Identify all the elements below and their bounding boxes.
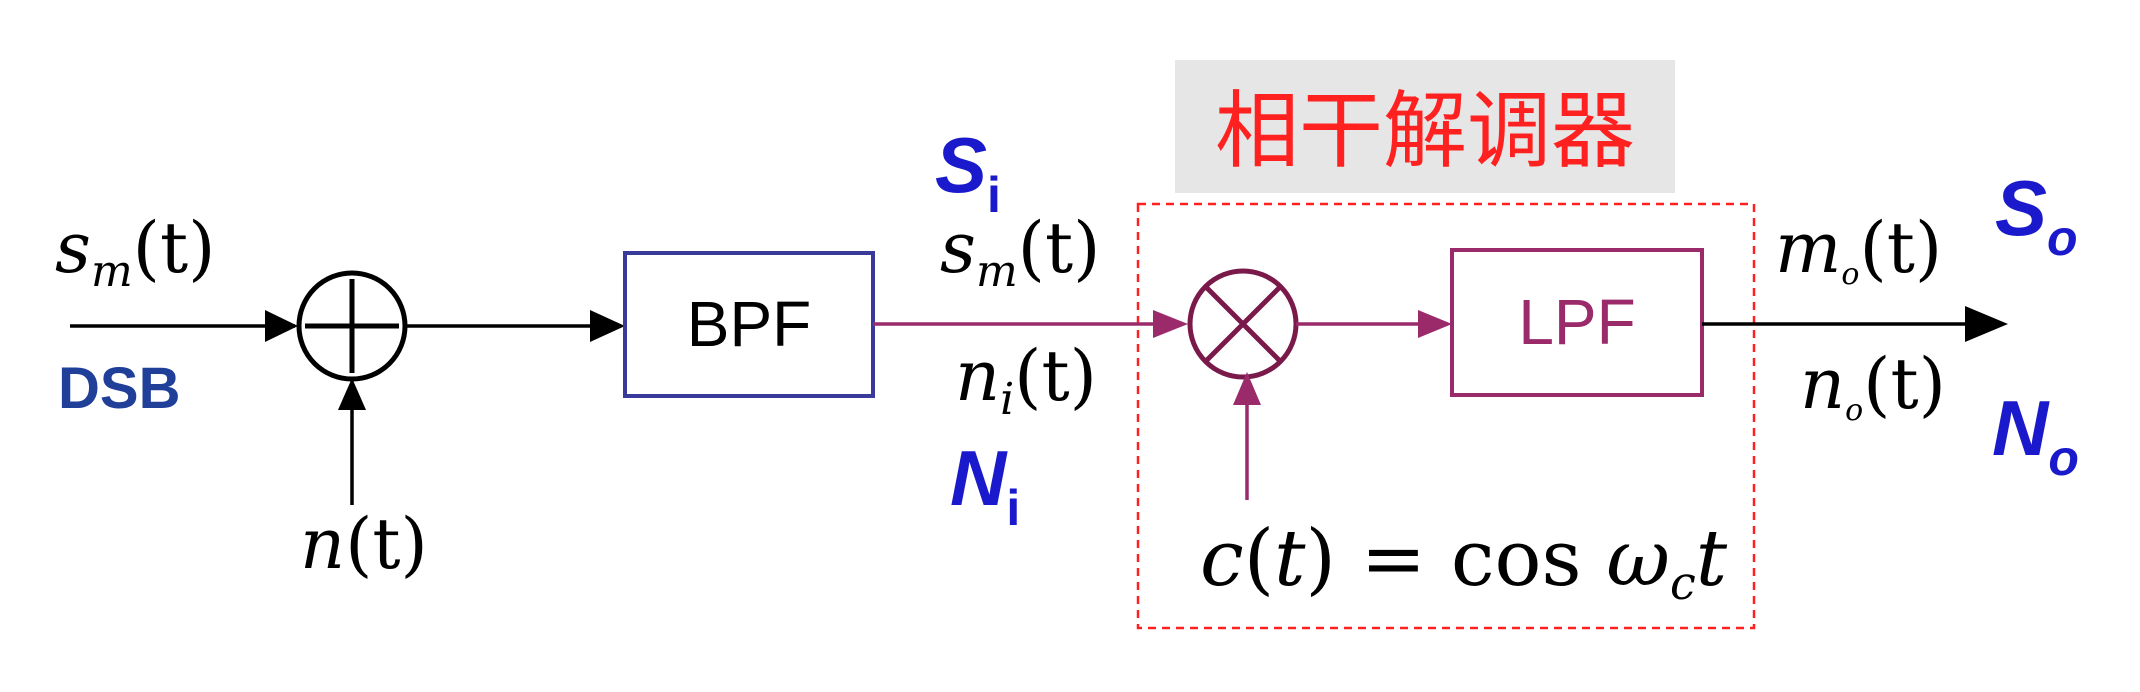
input-signal-power-label: Si xyxy=(935,121,1001,223)
bpf-output-signal-label: sm(t) xyxy=(940,207,1100,297)
demodulator-title: 相干解调器 xyxy=(1215,82,1635,180)
input-noise-power-label: Ni xyxy=(950,434,1020,536)
input-signal-label: sm(t) xyxy=(55,207,215,297)
title-background xyxy=(1175,60,1675,193)
mixer-cross-b xyxy=(1204,285,1282,363)
bpf-to-mixer-arrowhead xyxy=(1153,310,1188,338)
carrier-arrowhead xyxy=(1233,372,1261,405)
adder-to-bpf-arrowhead xyxy=(590,310,625,342)
noise-arrowhead xyxy=(338,378,366,410)
demodulator-boundary xyxy=(1136,202,1756,630)
bpf-label: BPF xyxy=(687,288,811,360)
input-arrowhead xyxy=(265,310,298,342)
output-signal-label: mo(t) xyxy=(1775,207,1942,292)
carrier-equation: c(t) = cos ωct xyxy=(1200,514,1728,610)
noise-label: n(t) xyxy=(300,503,428,585)
bpf-block xyxy=(623,251,875,398)
output-noise-label: no(t) xyxy=(1800,343,1946,428)
output-signal-power-label: So xyxy=(1995,164,2078,266)
bpf-output-noise-label: ni(t) xyxy=(955,335,1097,425)
dsb-label: DSB xyxy=(58,356,180,421)
mixer-to-lpf-arrowhead xyxy=(1418,310,1452,338)
output-noise-power-label: No xyxy=(1992,384,2079,486)
output-arrowhead xyxy=(1965,306,2008,342)
lpf-label: LPF xyxy=(1518,286,1635,358)
